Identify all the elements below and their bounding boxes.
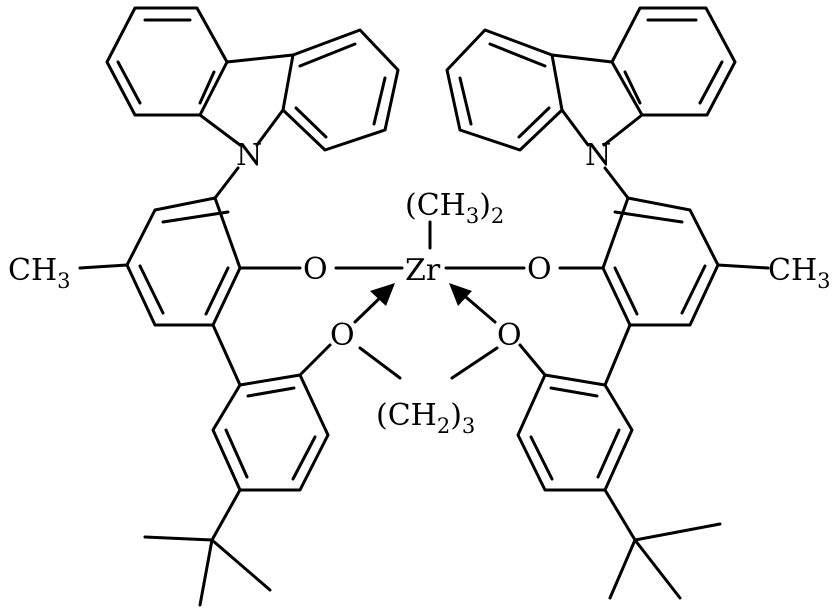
zr-center: Zr (CH3)2 (CH2)3 (355, 188, 524, 438)
right-phenoxy-o-label: O (527, 252, 552, 287)
left-lower-ring (213, 375, 328, 490)
right-ch3-label: CH3 (768, 253, 831, 293)
left-carbazole (107, 8, 398, 150)
left-ch3-label: CH3 (8, 253, 71, 293)
right-dative-arrowhead (449, 283, 472, 306)
zr-label: Zr (405, 253, 441, 288)
left-ether-o-label: O (330, 318, 355, 353)
left-phenoxy-o-label: O (303, 252, 328, 287)
left-phenoxy-ring (127, 198, 240, 325)
bridge-label: (CH2)3 (376, 398, 475, 438)
right-phenoxy-ring (603, 198, 718, 325)
right-n-label: N (585, 138, 611, 173)
left-n-label: N (236, 138, 262, 173)
right-ether-o-label: O (497, 318, 522, 353)
right-carbazole-ring-a (612, 8, 735, 115)
right-ligand: N CH3 O O (447, 8, 831, 598)
right-lower-ring (518, 375, 632, 490)
left-carbazole-ring-a (107, 8, 227, 115)
zr-methyl-label: (CH3)2 (405, 188, 504, 228)
right-carbazole (447, 8, 735, 150)
left-ligand: N CH3 O O (8, 8, 402, 605)
